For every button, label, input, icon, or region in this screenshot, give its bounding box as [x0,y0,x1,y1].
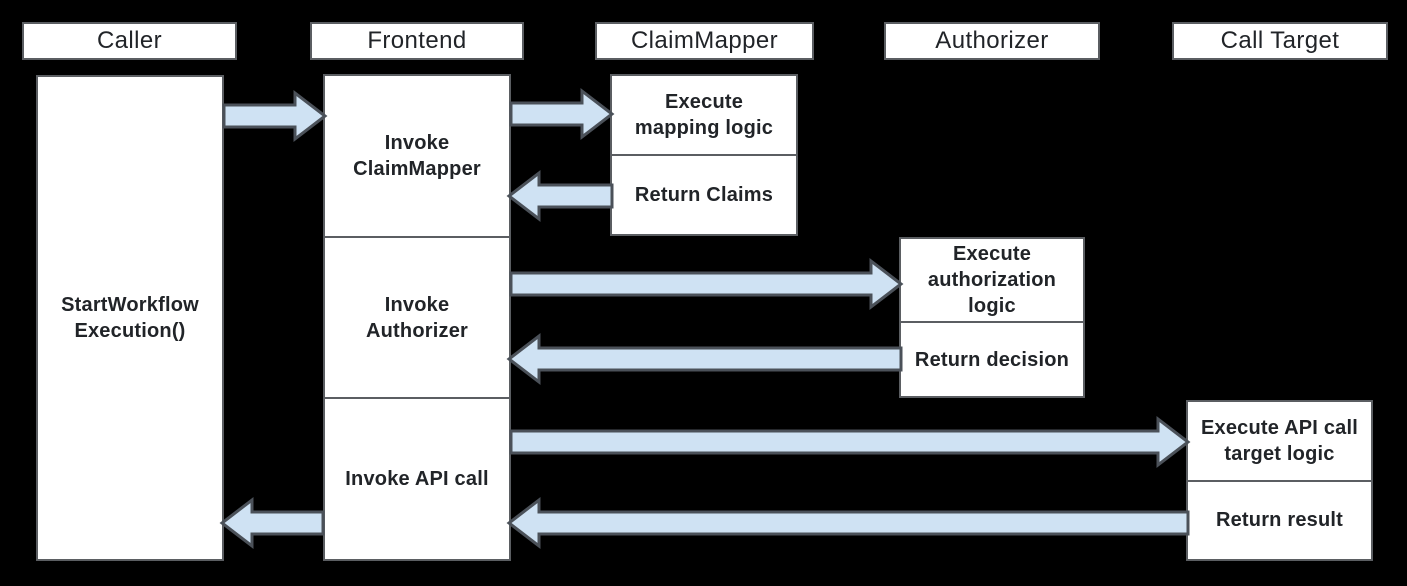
authorizer-task-box: Execute authorization logic Return decis… [899,237,1085,398]
caller-activity-label: StartWorkflow Execution() [61,294,199,342]
frontend-step-invoke-api-call: Invoke API call [325,397,509,559]
call-target-return-label: Return result [1188,479,1371,560]
arrow-frontend-to-authorizer [509,257,904,311]
lifeline-header-frontend: Frontend [310,22,524,60]
arrow-authorizer-return [506,332,903,386]
claimmapper-return-label: Return Claims [612,154,796,234]
arrow-frontend-to-claimmapper [509,87,615,141]
frontend-step-invoke-claimmapper: Invoke ClaimMapper [353,131,481,180]
arrow-claimmapper-return [506,169,614,223]
frontend-step-invoke-authorizer: Invoke Authorizer [325,235,509,398]
lifeline-header-call-target: Call Target [1172,22,1388,60]
claimmapper-execute-label: Execute mapping logic [634,91,774,139]
arrow-frontend-return-to-caller [219,496,325,550]
lifeline-header-authorizer: Authorizer [884,22,1100,60]
arrow-calltarget-return [506,496,1190,550]
arrow-caller-to-frontend [222,89,328,143]
frontend-activation-box: Invoke ClaimMapper Invoke Authorizer Inv… [323,74,511,561]
authorizer-return-label: Return decision [901,321,1083,396]
call-target-task-box: Execute API call target logic Return res… [1186,400,1373,561]
call-target-execute-label: Execute API call target logic [1201,416,1358,465]
claimmapper-task-box: Execute mapping logic Return Claims [610,74,798,236]
lifeline-header-claimmapper: ClaimMapper [595,22,814,60]
caller-activation-box: StartWorkflow Execution() [36,75,224,561]
arrow-frontend-to-calltarget [509,415,1191,469]
lifeline-header-caller: Caller [22,22,237,60]
authorizer-execute-label: Execute authorization logic [927,243,1057,317]
